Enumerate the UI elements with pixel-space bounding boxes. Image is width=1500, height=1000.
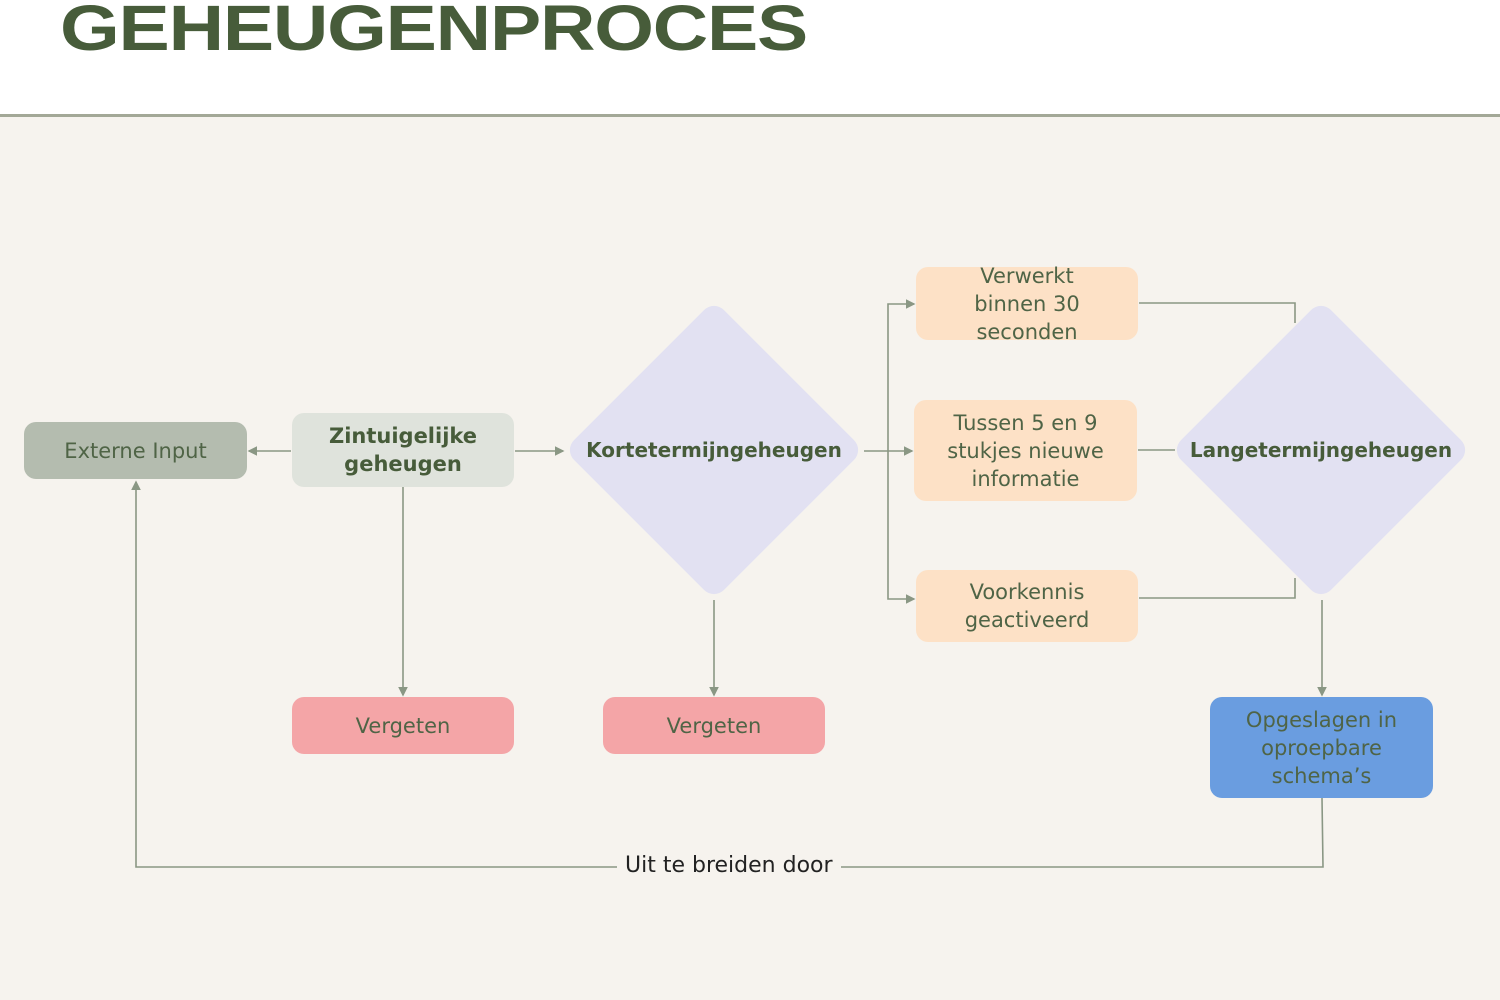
- processed-node: Verwerkt binnen 30 seconden: [916, 264, 1138, 344]
- long-term-memory-label: Langetermijngeheugen: [1189, 438, 1453, 462]
- sensory-memory-label: Zintuigelijke geheugen: [328, 424, 478, 476]
- header: GEHEUGENPROCES: [0, 0, 1500, 117]
- edge-prior-to-long-term: [1139, 578, 1296, 599]
- prior-knowledge-label: Voorkennis geactiveerd: [964, 580, 1090, 632]
- forgotten-label-1: Vergeten: [355, 713, 451, 738]
- processed-label: Verwerkt binnen 30 seconden: [974, 263, 1080, 344]
- prior-knowledge-node: Voorkennis geactiveerd: [916, 570, 1138, 642]
- edge-branch-to-processed: [887, 299, 916, 451]
- feedback-edge-label: Uit te breiden door: [617, 853, 841, 878]
- stored-label: Opgeslagen in oproepbare schema’s: [1245, 707, 1398, 788]
- short-term-memory-node: Kortetermijngeheugen: [564, 300, 864, 600]
- long-term-memory-node: Langetermijngeheugen: [1171, 300, 1471, 600]
- stored-node: Opgeslagen in oproepbare schema’s: [1210, 697, 1433, 798]
- forgotten-node-2: Vergeten: [603, 697, 825, 754]
- edge-branch-to-prior: [887, 451, 916, 604]
- sensory-memory-node: Zintuigelijke geheugen: [292, 413, 514, 487]
- chunks-node: Tussen 5 en 9 stukjes nieuwe informatie: [914, 400, 1137, 501]
- edge-processed-to-long-term: [1139, 302, 1296, 323]
- external-input-node: Externe Input: [24, 422, 247, 479]
- forgotten-node-1: Vergeten: [292, 697, 514, 754]
- page-title: GEHEUGENPROCES: [60, 0, 808, 64]
- external-input-label: Externe Input: [64, 438, 207, 463]
- forgotten-label-2: Vergeten: [666, 713, 762, 738]
- short-term-memory-label: Kortetermijngeheugen: [586, 438, 842, 462]
- chunks-label: Tussen 5 en 9 stukjes nieuwe informatie: [947, 410, 1104, 491]
